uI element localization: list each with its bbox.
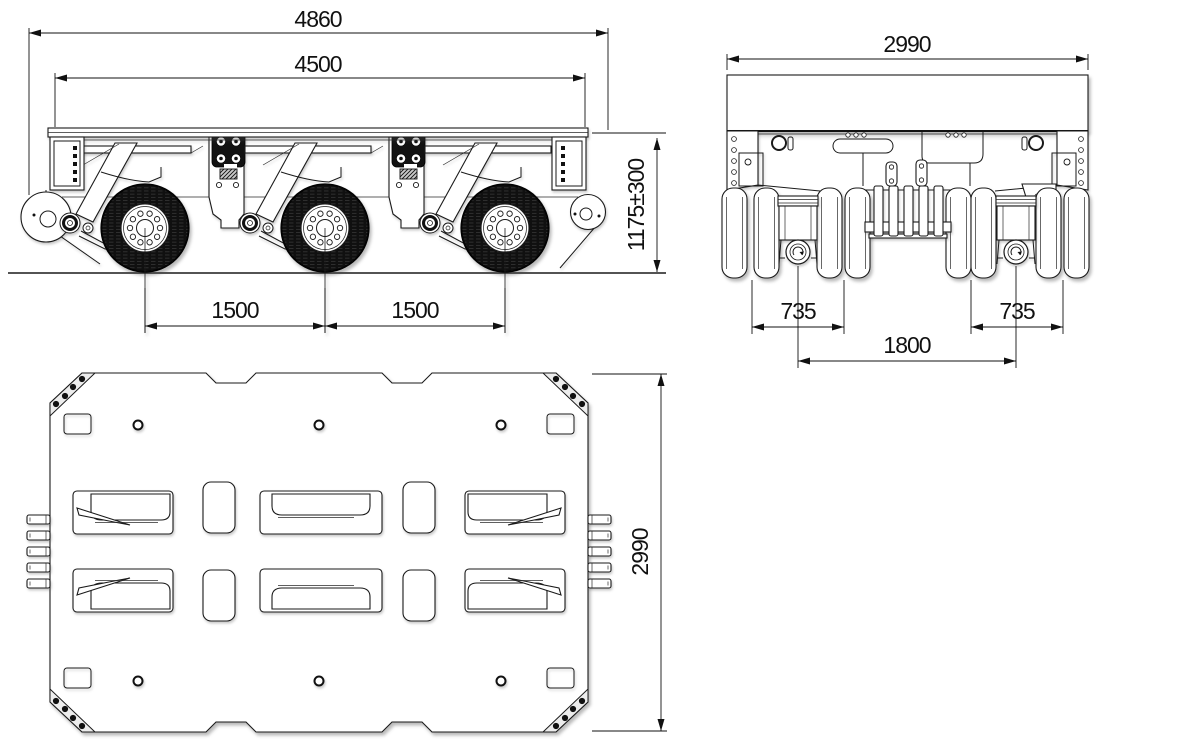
- dim-label-1500-front: 1500: [211, 297, 258, 323]
- deck-fittings: [63, 413, 575, 689]
- service-slot: [402, 569, 436, 622]
- bogie-right: [995, 195, 1037, 265]
- front-side-plate-left: [726, 130, 764, 191]
- dim-label-4860: 4860: [294, 6, 341, 32]
- front-view: 2990 735 735 1800: [721, 31, 1090, 368]
- tyre: [721, 187, 748, 279]
- dim-label-735-left: 735: [780, 298, 816, 324]
- dimension-wheel-tracks: 735 735 1800: [751, 266, 1064, 368]
- lashing-ring-right: [1028, 135, 1044, 151]
- dim-label-2990-front: 2990: [883, 31, 930, 57]
- pocket-square: [546, 413, 575, 435]
- tyre: [816, 187, 843, 279]
- slot-left: [832, 138, 894, 154]
- dim-label-2990-plan: 2990: [627, 528, 653, 575]
- dimension-overall-length: 4860: [28, 6, 609, 195]
- coupling-tabs-right: [587, 514, 612, 589]
- dimension-platform-length: 4500: [54, 51, 586, 127]
- tyre: [945, 187, 972, 279]
- tyre: [753, 187, 780, 279]
- coupling-column-1: [208, 129, 246, 229]
- dimension-axle-spacing: 1500 1500: [144, 288, 506, 333]
- pocket-right: [921, 132, 984, 164]
- side-view: 4860 4500 1175±300 1500 1500: [8, 6, 666, 334]
- deck-hole: [132, 675, 144, 687]
- dim-label-1175: 1175±300: [623, 159, 649, 252]
- wheel-cutout-row2-right: [464, 568, 566, 613]
- dimension-platform-width: 2990: [592, 373, 667, 732]
- deck-hole: [495, 419, 507, 431]
- front-side-plate-right: [1051, 130, 1089, 191]
- plan-view: 2990: [26, 372, 667, 733]
- tyre: [1063, 187, 1090, 279]
- right-equipment-box: [551, 136, 587, 191]
- dimension-platform-height: 1175±300: [592, 132, 666, 272]
- service-slots: [202, 481, 436, 622]
- pocket-square: [546, 667, 575, 689]
- dim-label-1500-rear: 1500: [391, 297, 438, 323]
- wheel-cutout-row2-left: [72, 568, 174, 613]
- right-end-disc: [559, 193, 607, 269]
- tyre: [1035, 187, 1062, 279]
- deck-hole: [495, 675, 507, 687]
- pocket-square: [63, 413, 92, 435]
- tyre: [970, 187, 997, 279]
- wheel-cutout-row1-left: [72, 490, 174, 535]
- front-deck: [726, 74, 1089, 135]
- wheel-cutout-row2-centre: [259, 568, 383, 613]
- service-slot: [202, 481, 236, 534]
- service-slot: [202, 569, 236, 622]
- wheel-cutout-row1-centre: [259, 490, 383, 535]
- coupling-tabs-left: [26, 514, 51, 589]
- bogie-left: [777, 195, 819, 265]
- dimension-overall-width: 2990: [726, 31, 1089, 70]
- deck: [47, 127, 589, 141]
- left-equipment-box: [49, 136, 85, 191]
- coupling-column-2: [388, 129, 426, 229]
- dim-label-1800: 1800: [883, 332, 930, 358]
- dim-label-4500: 4500: [294, 51, 341, 77]
- pocket-square: [63, 667, 92, 689]
- dim-label-735-right: 735: [999, 298, 1035, 324]
- deck-hole: [313, 419, 325, 431]
- lashing-ring-left: [771, 135, 787, 151]
- centre-coupler: [864, 185, 952, 239]
- deck-hole: [132, 419, 144, 431]
- service-slot: [402, 481, 436, 534]
- tyre: [844, 187, 871, 279]
- deck-hole: [313, 675, 325, 687]
- wheel-cutout-row1-right: [464, 490, 566, 535]
